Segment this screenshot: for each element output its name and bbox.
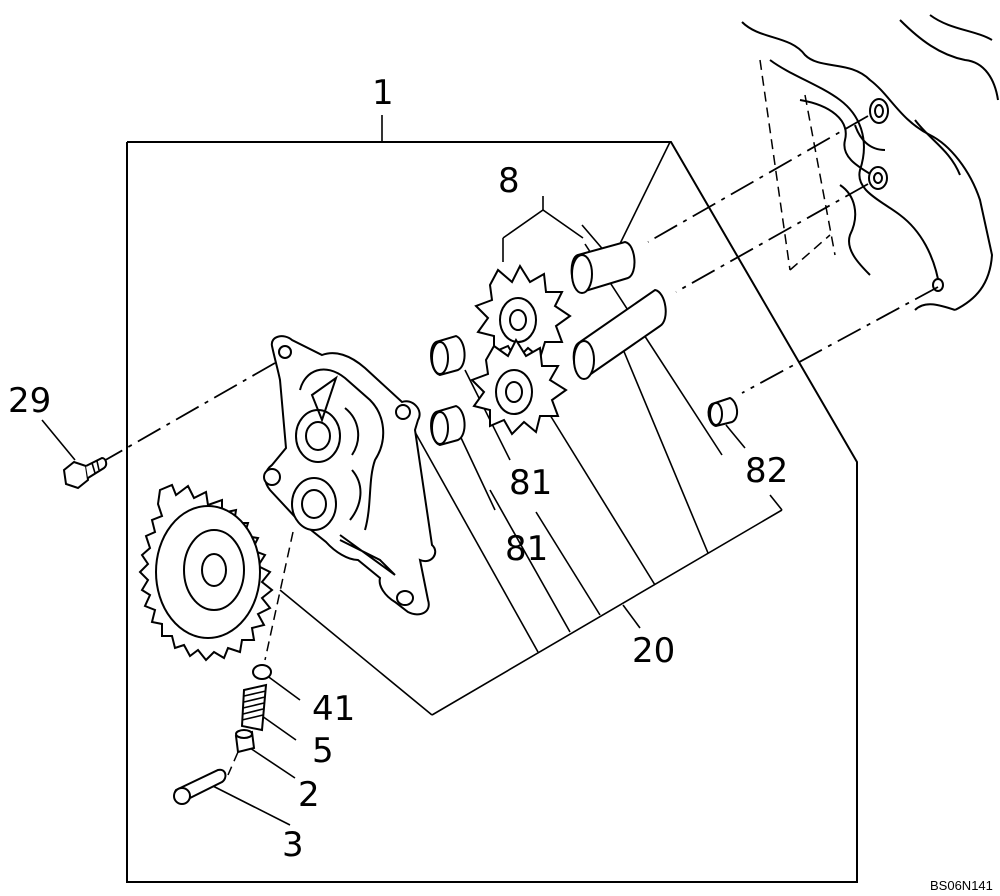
gear-set <box>470 263 572 436</box>
relief-valve-parts <box>173 664 272 805</box>
callout-1: 1 <box>372 73 394 113</box>
center-lines <box>101 115 939 776</box>
pump-body <box>263 335 437 616</box>
callout-20: 20 <box>632 631 675 671</box>
callout-81-upper: 81 <box>509 463 552 503</box>
callout-41: 41 <box>312 689 355 729</box>
callout-2: 2 <box>298 775 320 815</box>
callout-8: 8 <box>498 161 520 201</box>
dowel <box>707 396 738 428</box>
callout-3: 3 <box>282 825 304 865</box>
drive-gear <box>138 483 274 662</box>
callout-5: 5 <box>312 731 334 771</box>
assembly-frame <box>126 141 858 883</box>
callout-82: 82 <box>745 451 788 491</box>
callout-labels: 1 8 29 81 81 82 20 41 5 2 3 <box>8 73 788 865</box>
drawing-code: BS06N141 <box>930 878 993 893</box>
leader-lines <box>41 115 783 826</box>
callout-29: 29 <box>8 381 51 421</box>
pins <box>430 334 466 447</box>
bolt <box>62 456 108 490</box>
callout-81-lower: 81 <box>505 529 548 569</box>
engine-block <box>741 14 999 311</box>
gear-shafts <box>570 240 667 380</box>
